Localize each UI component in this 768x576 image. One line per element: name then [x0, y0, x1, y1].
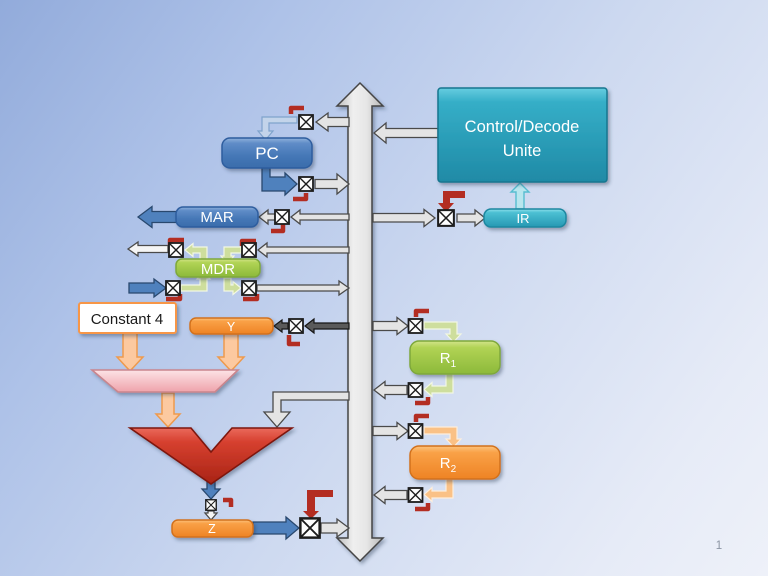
pc-in-gate-icon: [297, 114, 315, 130]
mdr-upper-right-gate-icon: [241, 242, 257, 258]
mdr-upper-left-gate-icon: [168, 242, 184, 258]
mdr-lower-left-gate-icon: [165, 280, 181, 296]
ir-register: [483, 208, 567, 228]
pc-out-connector: [261, 167, 298, 197]
r1-in-gate-icon: [407, 318, 424, 334]
cdu-to-bus-arrow: [372, 121, 439, 145]
control-signal-pc-out: [293, 193, 309, 202]
memory-to-mdr-arrow: [128, 277, 168, 299]
z-label: Z: [208, 522, 216, 536]
mar-register: [175, 206, 259, 228]
mar-label: MAR: [200, 209, 234, 226]
control-signal-pc-in: [288, 105, 304, 114]
constant-to-mux-arrow: [115, 332, 145, 373]
r1-register: [409, 340, 501, 375]
pc-out-gate-icon: [297, 176, 315, 192]
mar-gate-icon: [274, 209, 290, 225]
r2-label: R2: [440, 455, 457, 475]
z-to-gate-arrow: [252, 515, 301, 541]
mar-address-out-arrow: [136, 205, 178, 229]
gate-to-r1-connector: [423, 321, 463, 343]
bus-to-r1-gate-arrow: [372, 316, 410, 336]
ir-gate-icon: [436, 209, 456, 227]
z-out-gate-icon: [299, 517, 321, 539]
bus-to-alu-elbow-arrow: [262, 391, 350, 428]
constant-4-box: [78, 302, 177, 334]
mar-gate-to-mar-arrow: [257, 208, 276, 226]
mdr-label: MDR: [201, 261, 235, 278]
control-signal-r2-out: [415, 503, 431, 512]
mdr-data-out-arrow: [126, 240, 169, 258]
bus-to-pc-gate-arrow: [314, 111, 350, 133]
control-signal-mdr-out-right: [243, 294, 260, 302]
control-decode-unit-box: [437, 87, 608, 183]
control-signal-r1-in: [413, 308, 429, 317]
r2-in-gate-icon: [407, 423, 424, 439]
r2-out-gate-icon: [407, 487, 424, 503]
r1-gate-to-bus-arrow: [372, 380, 408, 400]
z-gate-to-bus-arrow: [320, 517, 351, 539]
control-signal-r2-in: [413, 413, 429, 422]
bus-to-ir-gate-arrow: [372, 208, 437, 228]
y-gate-icon: [288, 318, 304, 334]
bus-to-r2-gate-arrow: [372, 421, 410, 441]
control-signal-r1-out: [415, 397, 431, 406]
r1-out-gate-icon: [407, 382, 424, 398]
mdr-to-gate-lower-right-connector: [223, 277, 242, 296]
ir-to-cdu-arrow: [509, 182, 531, 210]
bus-to-y-gate-arrow: [304, 317, 350, 335]
control-unit-label-line2: Unite: [503, 142, 542, 160]
mdr-lower-right-gate-icon: [241, 280, 257, 296]
mdr-register: [175, 258, 261, 278]
pc-label: PC: [255, 144, 279, 163]
y-label: Y: [227, 320, 236, 334]
pc-gate-to-bus-arrow: [314, 172, 351, 196]
ir-label: IR: [517, 211, 530, 226]
r1-label: R1: [440, 350, 457, 370]
r2-to-gate-connector: [423, 478, 454, 503]
control-signal-mar-in: [271, 223, 286, 234]
y-to-mux-arrow: [216, 333, 246, 373]
control-signal-ir-in: [438, 191, 465, 212]
r1-to-gate-connector: [423, 373, 454, 398]
y-gate-to-y-arrow: [273, 318, 289, 334]
control-unit-label-line1: Control/Decode: [465, 118, 580, 136]
mdr-gate-to-bus-arrow: [256, 279, 351, 297]
r2-gate-to-bus-arrow: [372, 485, 408, 505]
mux-shape: [89, 369, 240, 393]
y-register: [189, 317, 274, 335]
pc-load-connector: [256, 116, 298, 141]
z-register: [171, 519, 254, 538]
cpu-bus: [335, 81, 385, 563]
constant-4-label: Constant 4: [91, 311, 164, 328]
control-signal-y-in: [286, 335, 300, 347]
alu-shape: [127, 427, 295, 485]
control-signal-z-in: [223, 497, 234, 507]
control-signal-z-out: [303, 490, 333, 519]
mux-to-alu-arrow: [154, 392, 182, 429]
bus-to-mar-gate-arrow: [289, 208, 350, 226]
alu-gate-to-z-arrow: [203, 510, 219, 521]
alu-out-gate-icon: [204, 499, 218, 511]
ir-gate-to-ir-arrow: [456, 208, 487, 228]
bus-to-mdr-gate-arrow: [256, 241, 350, 259]
pc-register: [221, 137, 313, 169]
r2-register: [409, 445, 501, 480]
page-number: 1: [716, 540, 722, 552]
gate-to-r2-connector: [423, 426, 463, 448]
